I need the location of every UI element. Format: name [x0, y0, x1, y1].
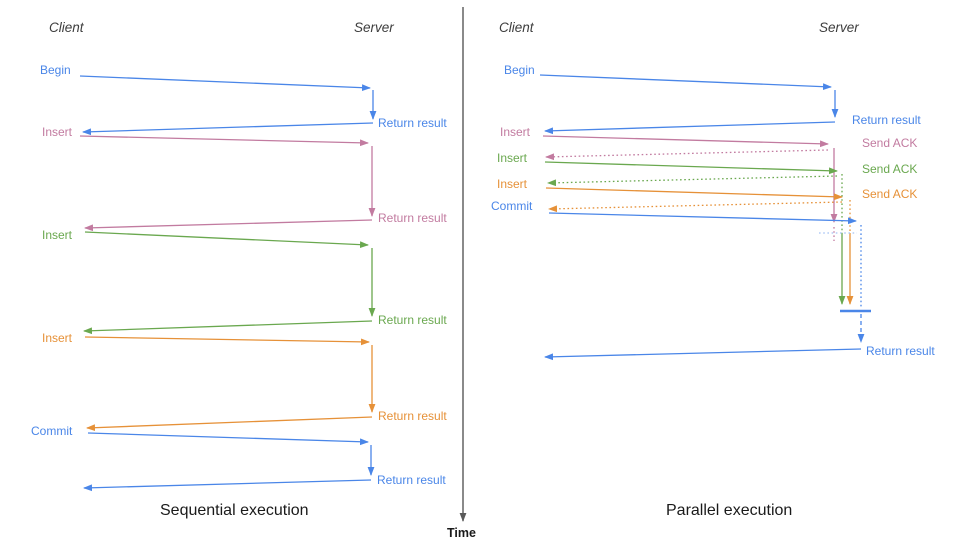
seq-commit-return [83, 479, 372, 492]
par-insert3-request [545, 187, 843, 201]
parallel-execution-caption: Parallel execution [666, 502, 793, 519]
par-insert2-ack [547, 175, 838, 187]
seq-commit-request [87, 432, 369, 446]
par-begin-request [539, 74, 832, 91]
sequential-execution-caption: Sequential execution [160, 502, 309, 519]
par-insert3-ack [548, 201, 843, 213]
par-commit-return [544, 348, 862, 361]
par-commit-request [548, 212, 857, 225]
seq-insert3-request [84, 336, 370, 346]
par-begin-return [544, 121, 836, 135]
seq-insert2-request [84, 231, 369, 249]
seq-insert2-return [83, 320, 373, 335]
seq-begin-request [79, 75, 371, 92]
seq-insert1-request [79, 135, 369, 147]
par-insert1-ack [545, 149, 829, 161]
seq-begin-return [82, 122, 374, 136]
seq-insert1-return [84, 219, 373, 232]
par-insert2-request [544, 161, 838, 175]
par-insert1-request [542, 135, 829, 148]
seq-insert3-return [86, 416, 373, 432]
